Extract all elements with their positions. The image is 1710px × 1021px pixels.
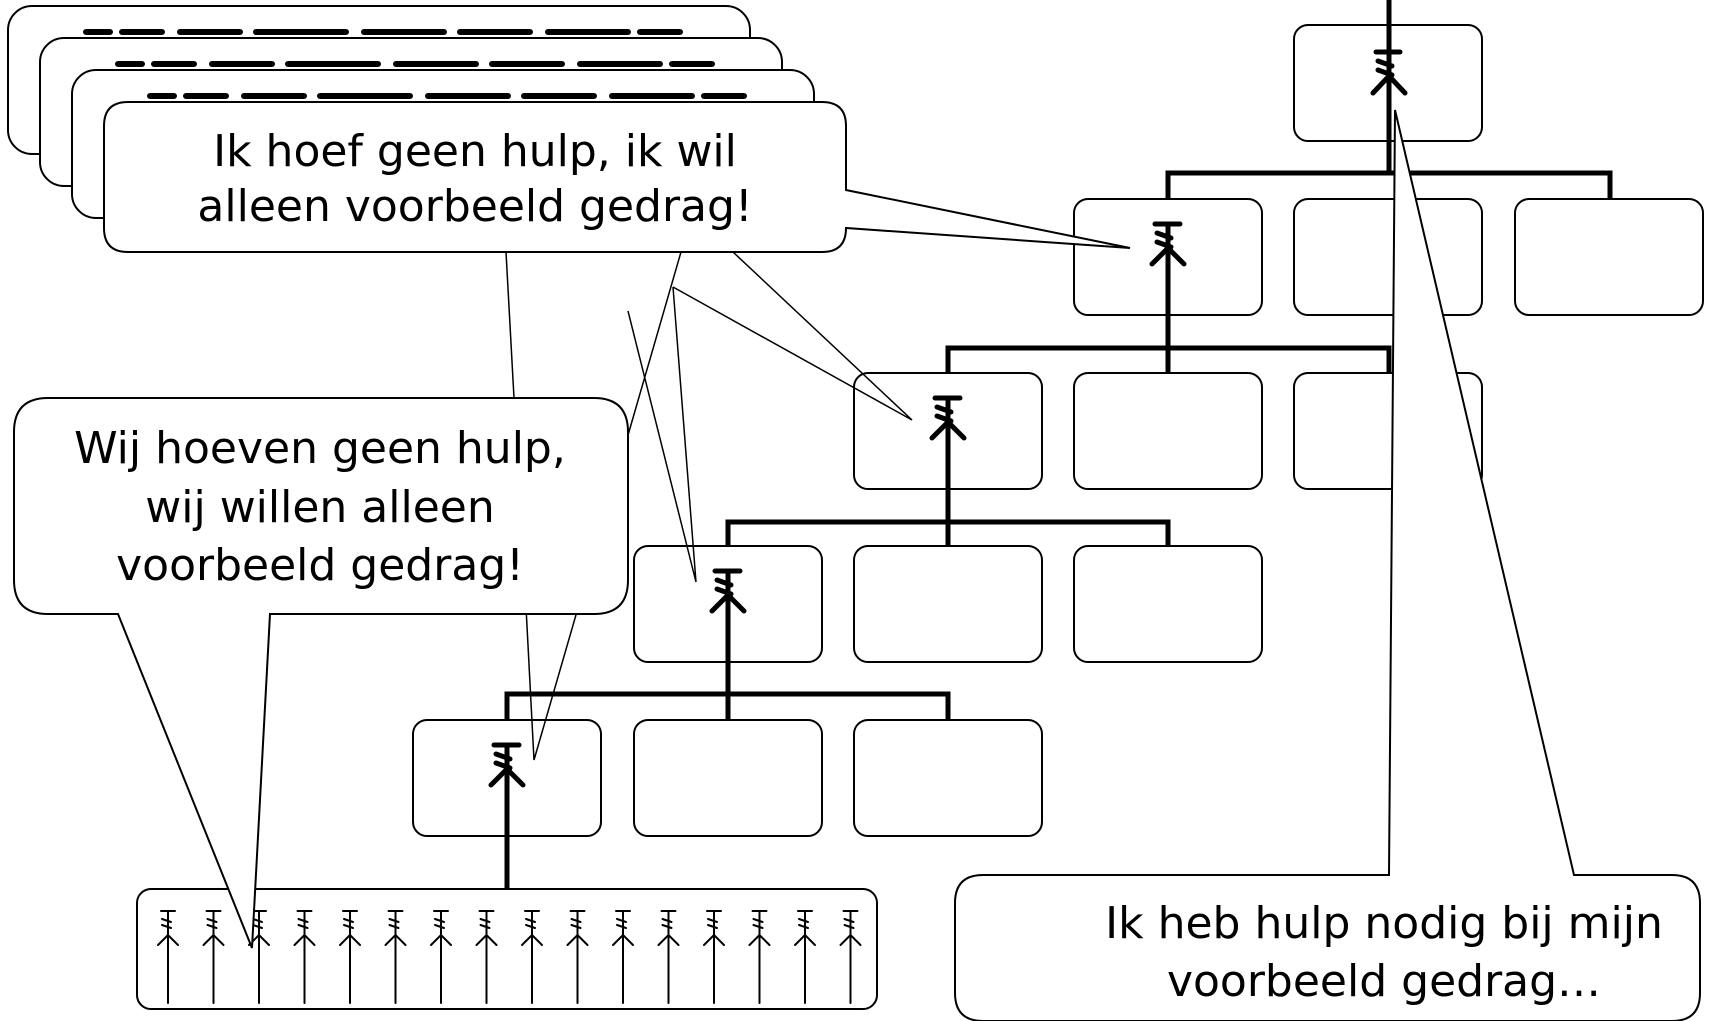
- tail-to-level2: [672, 251, 913, 421]
- team-figures: [157, 910, 862, 1004]
- bubble-shape-middle-managers: [13, 397, 629, 949]
- speech-bubble-middle-managers: Wij hoeven geen hulp, wij willen alleen …: [13, 397, 629, 949]
- person-icon-level3: [709, 568, 747, 665]
- org-box-level4-2: [633, 719, 823, 837]
- team-member-icon: [202, 910, 225, 1004]
- team-member-shape: [339, 910, 361, 1004]
- tail-to-level4: [525, 251, 682, 761]
- person-icon-level1: [1149, 221, 1187, 318]
- org-box-level3-3: [1073, 545, 1263, 663]
- team-member-icon: [339, 910, 361, 1004]
- team-member-shape: [430, 910, 452, 1004]
- team-member-icon: [703, 910, 725, 1004]
- team-member-shape: [794, 910, 816, 1004]
- team-member-shape: [475, 910, 498, 1004]
- org-box-level1-2: [1293, 198, 1483, 316]
- team-member-shape: [521, 910, 543, 1004]
- team-member-shape: [248, 910, 270, 1004]
- team-member-shape: [566, 910, 589, 1004]
- speech-bubble-ceo: Ik heb hulp nodig bij mijn voorbeeld ged…: [954, 109, 1701, 1021]
- org-box-level4-3: [853, 719, 1043, 837]
- person-icon-level2: [929, 395, 967, 492]
- team-member-shape: [293, 910, 316, 1004]
- person-icon-ceo: [1370, 49, 1408, 129]
- connector-level3: [725, 489, 1171, 546]
- team-member-shape: [384, 910, 407, 1004]
- bubble-ceo-line2: voorbeeld gedrag…: [1167, 956, 1601, 1007]
- team-member-shape: [157, 910, 179, 1004]
- bubble-tails-top-leader: [505, 251, 913, 761]
- bubble-top-leader-line2: alleen voorbeeld gedrag!: [197, 181, 752, 232]
- manager-figures: [488, 49, 1408, 839]
- team-member-icon: [521, 910, 543, 1004]
- org-box-level1-3: [1514, 198, 1704, 316]
- team-member-icon: [248, 910, 270, 1004]
- bubble-top-leader-line1: Ik hoef geen hulp, ik wil: [213, 126, 737, 177]
- team-member-icon: [657, 910, 680, 1004]
- bubble-shape-top-leader: [103, 101, 1131, 253]
- bubble-middle-managers-line3: voorbeeld gedrag!: [116, 540, 524, 591]
- speech-bubble-top-leader: Ik hoef geen hulp, ik wil alleen voorbee…: [103, 101, 1131, 253]
- person-icon-level4: [488, 742, 526, 839]
- team-member-shape: [703, 910, 725, 1004]
- team-member-icon: [475, 910, 498, 1004]
- connector-level4: [504, 662, 951, 720]
- team-member-icon: [839, 910, 862, 1004]
- tail-to-team: [505, 251, 515, 399]
- team-member-shape: [748, 910, 771, 1004]
- bubble-middle-managers-line1: Wij hoeven geen hulp,: [74, 423, 566, 474]
- team-member-icon: [157, 910, 179, 1004]
- team-member-shape: [839, 910, 862, 1004]
- team-member-icon: [748, 910, 771, 1004]
- team-member-icon: [430, 910, 452, 1004]
- team-member-shape: [657, 910, 680, 1004]
- org-box-level2-2: [1073, 372, 1263, 490]
- team-member-icon: [612, 910, 634, 1004]
- connector-level2: [945, 315, 1392, 373]
- team-member-icon: [794, 910, 816, 1004]
- org-box-level3-2: [853, 545, 1043, 663]
- team-member-shape: [612, 910, 634, 1004]
- team-member-icon: [384, 910, 407, 1004]
- team-member-icon: [293, 910, 316, 1004]
- tail-to-level3: [627, 286, 697, 583]
- stacked-bubbles-glimpse-text: [83, 29, 747, 99]
- team-member-icon: [566, 910, 589, 1004]
- team-member-shape: [202, 910, 225, 1004]
- bubble-ceo-line1: Ik heb hulp nodig bij mijn: [1105, 898, 1663, 949]
- bubble-middle-managers-line2: wij willen alleen: [145, 482, 494, 533]
